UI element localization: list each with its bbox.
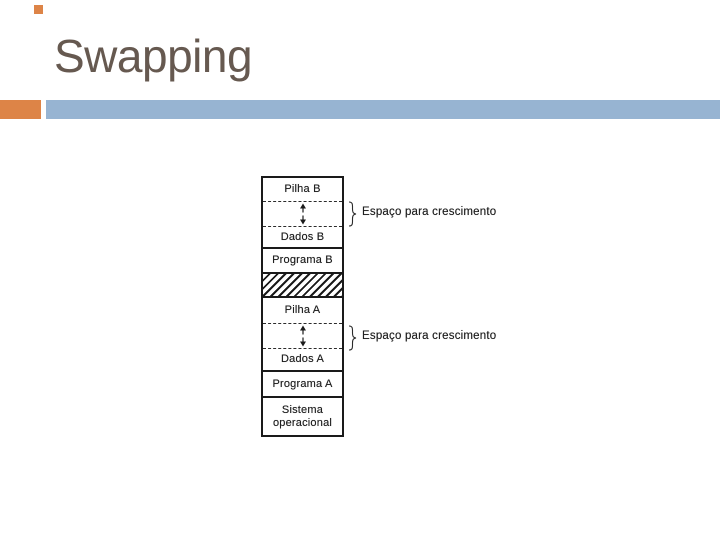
memory-segment-dados-a: Dados A bbox=[263, 349, 342, 372]
slide-title: Swapping bbox=[54, 30, 253, 82]
growth-annotation-b: Espaço para crescimento bbox=[362, 206, 497, 218]
memory-segment-sistema-operacional: Sistema operacional bbox=[263, 398, 342, 435]
memory-segment-unused-hatched bbox=[263, 274, 342, 298]
memory-segment-pilha-b: Pilha B bbox=[263, 178, 342, 202]
segment-label: Dados A bbox=[281, 353, 324, 366]
segment-label: Programa A bbox=[272, 377, 333, 390]
segment-label: Dados B bbox=[280, 230, 325, 243]
growth-arrows-icon bbox=[299, 325, 306, 347]
memory-segment-dados-b: Dados B bbox=[263, 227, 342, 249]
brace-icon bbox=[348, 325, 357, 351]
growth-arrows-icon bbox=[299, 203, 306, 225]
segment-label: Pilha B bbox=[284, 183, 321, 196]
memory-segment-growth-a bbox=[263, 324, 342, 349]
growth-annotation-a: Espaço para crescimento bbox=[362, 330, 497, 342]
swapping-memory-diagram: Pilha B Dados B Programa B Pilha A bbox=[261, 176, 521, 441]
memory-segment-growth-b bbox=[263, 202, 342, 227]
memory-segment-pilha-a: Pilha A bbox=[263, 298, 342, 324]
title-underline-blue-bar bbox=[46, 100, 720, 119]
segment-label: Programa B bbox=[272, 254, 333, 267]
segment-label: Pilha A bbox=[284, 304, 321, 317]
memory-segment-programa-a: Programa A bbox=[263, 372, 342, 398]
brace-icon bbox=[348, 201, 357, 227]
memory-segment-programa-b: Programa B bbox=[263, 249, 342, 274]
title-underline-orange-segment bbox=[0, 100, 41, 119]
memory-column: Pilha B Dados B Programa B Pilha A bbox=[261, 176, 344, 437]
segment-label: Sistema operacional bbox=[272, 403, 333, 429]
theme-accent-square bbox=[34, 5, 43, 14]
